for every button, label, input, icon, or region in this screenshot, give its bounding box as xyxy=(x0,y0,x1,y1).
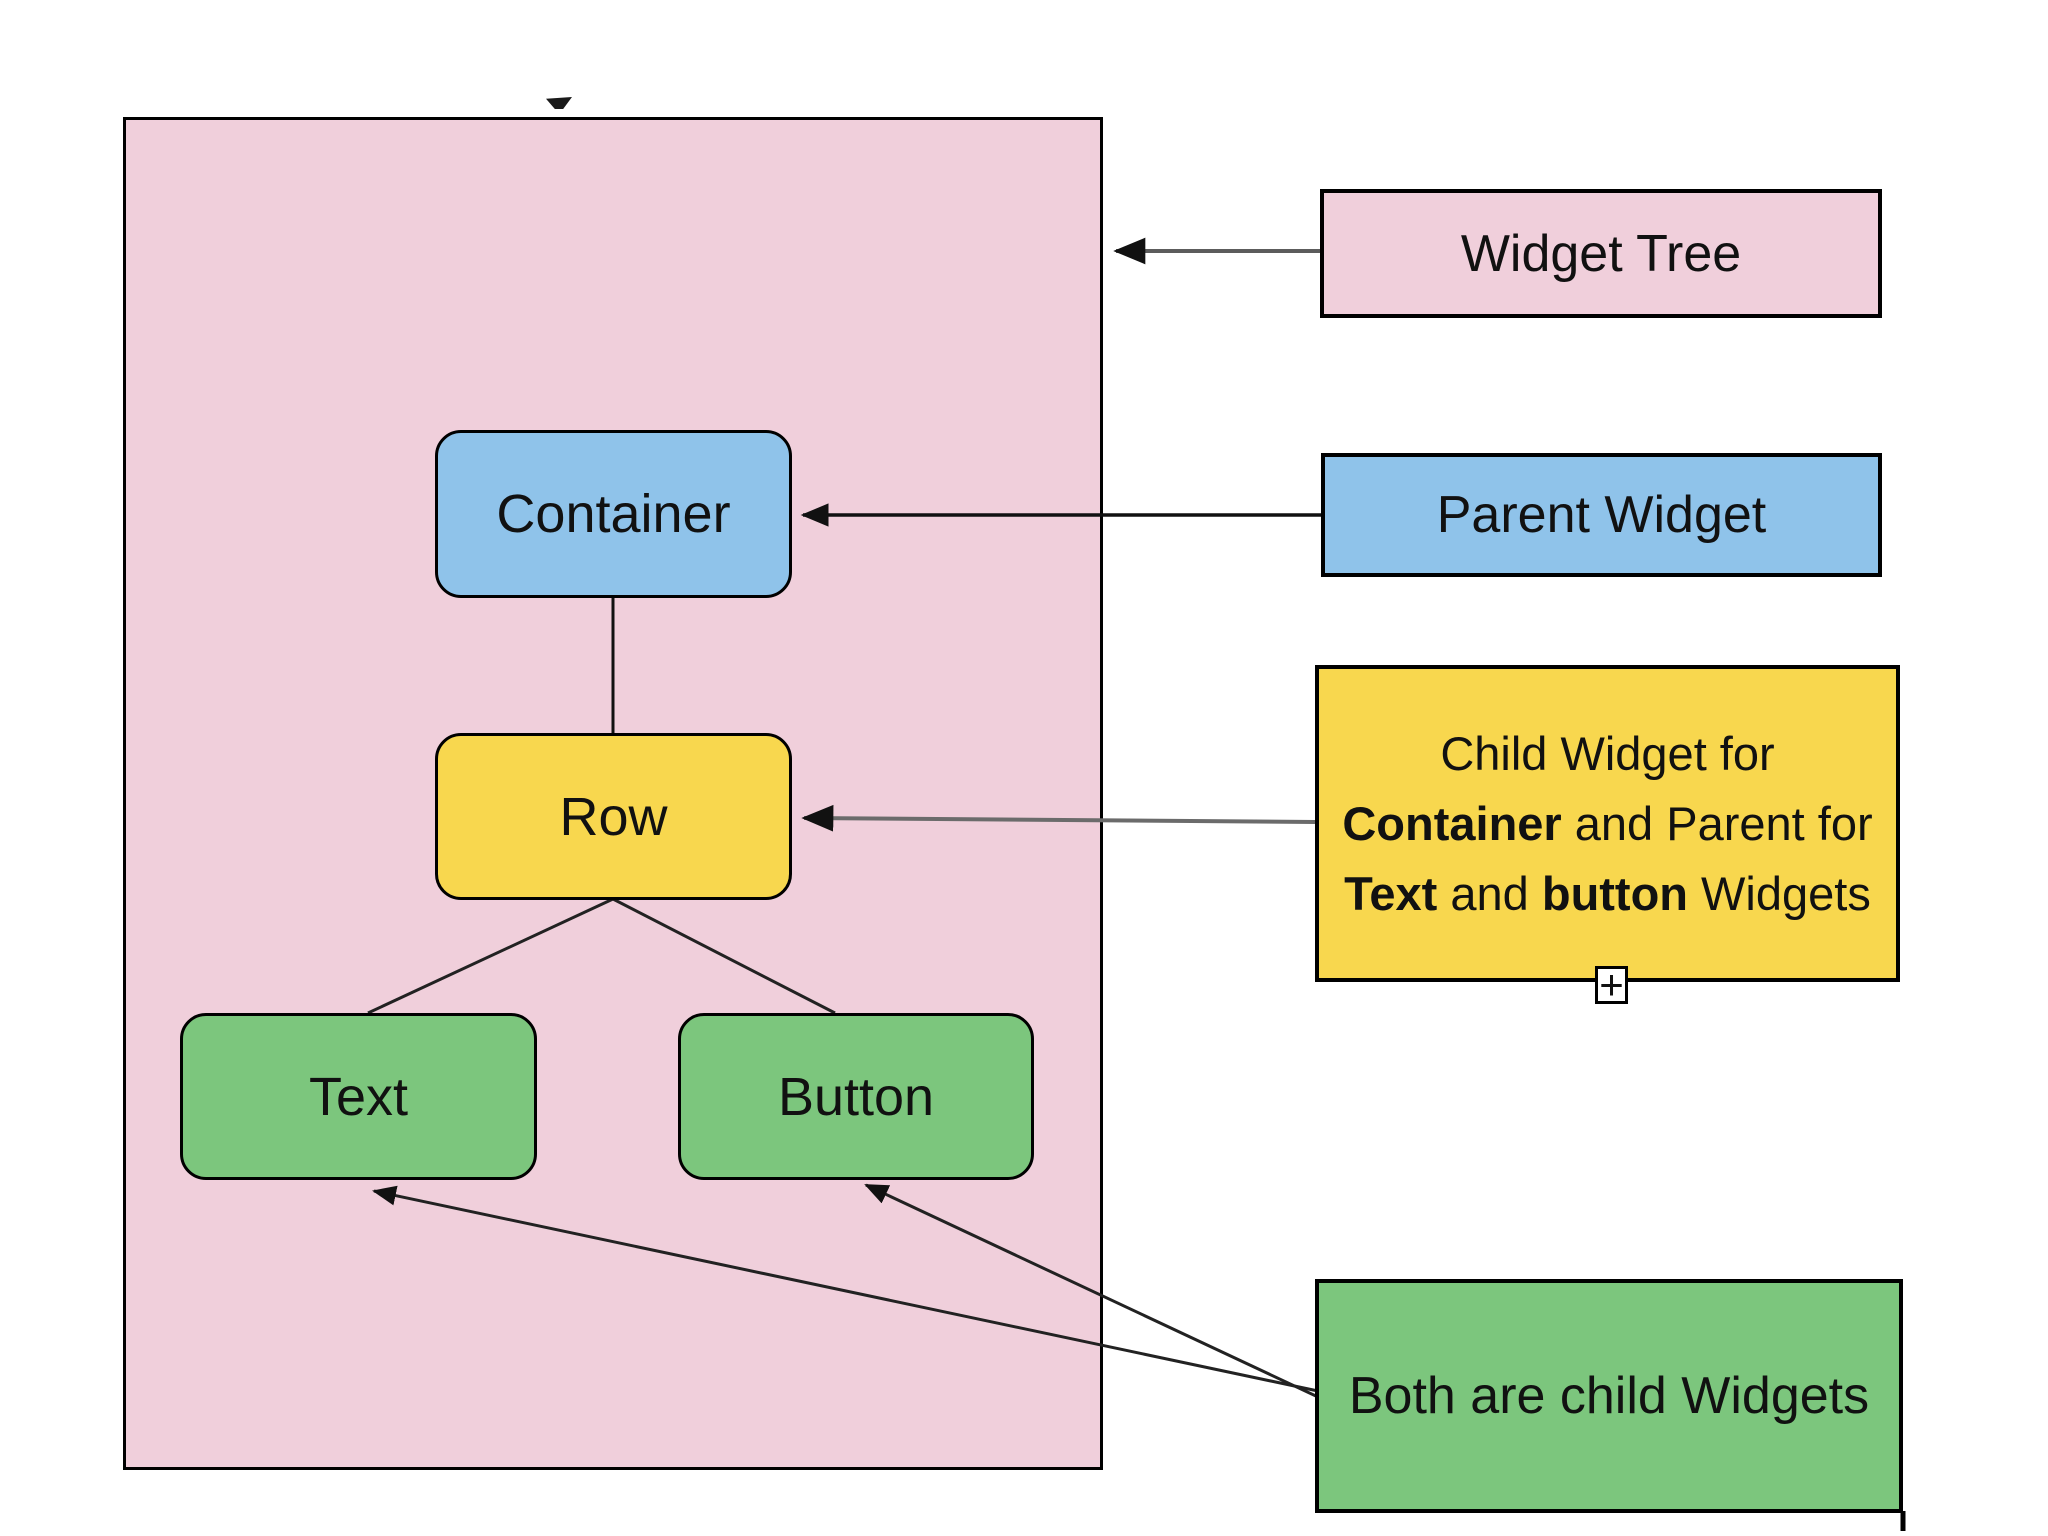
legend-widget-tree: Widget Tree xyxy=(1320,189,1882,318)
arrow-both-to-button xyxy=(864,1183,1319,1399)
legend-both-children-label: Both are child Widgets xyxy=(1348,1367,1870,1425)
edge-row-button xyxy=(612,897,836,1015)
node-row-label: Row xyxy=(559,786,668,847)
node-button: Button xyxy=(678,1013,1034,1180)
legend-child-widget-line3: Text and button Widgets xyxy=(1344,866,1871,920)
legend-parent-widget-label: Parent Widget xyxy=(1436,486,1767,544)
legend-both-children: Both are child Widgets xyxy=(1315,1279,1903,1513)
node-text-label: Text xyxy=(308,1066,409,1127)
legend-child-widget: Child Widget for Container and Parent fo… xyxy=(1315,665,1900,982)
legend-child-widget-line2: Container and Parent for xyxy=(1342,796,1873,850)
edge-row-text xyxy=(367,897,614,1015)
node-container-label: Container xyxy=(496,484,731,544)
arrow-child-widget-to-row xyxy=(801,804,1316,832)
node-button-label: Button xyxy=(777,1066,935,1127)
legend-widget-tree-label: Widget Tree xyxy=(1460,224,1742,283)
node-container: Container xyxy=(435,430,792,598)
node-row: Row xyxy=(435,733,792,900)
expand-handle-button[interactable]: + xyxy=(1595,961,1628,1008)
legend-parent-widget: Parent Widget xyxy=(1321,453,1882,577)
plus-icon: + xyxy=(1599,961,1624,1008)
arrow-both-to-text xyxy=(372,1185,1319,1393)
legend-child-widget-line1: Child Widget for xyxy=(1440,726,1775,780)
node-text: Text xyxy=(180,1013,537,1180)
